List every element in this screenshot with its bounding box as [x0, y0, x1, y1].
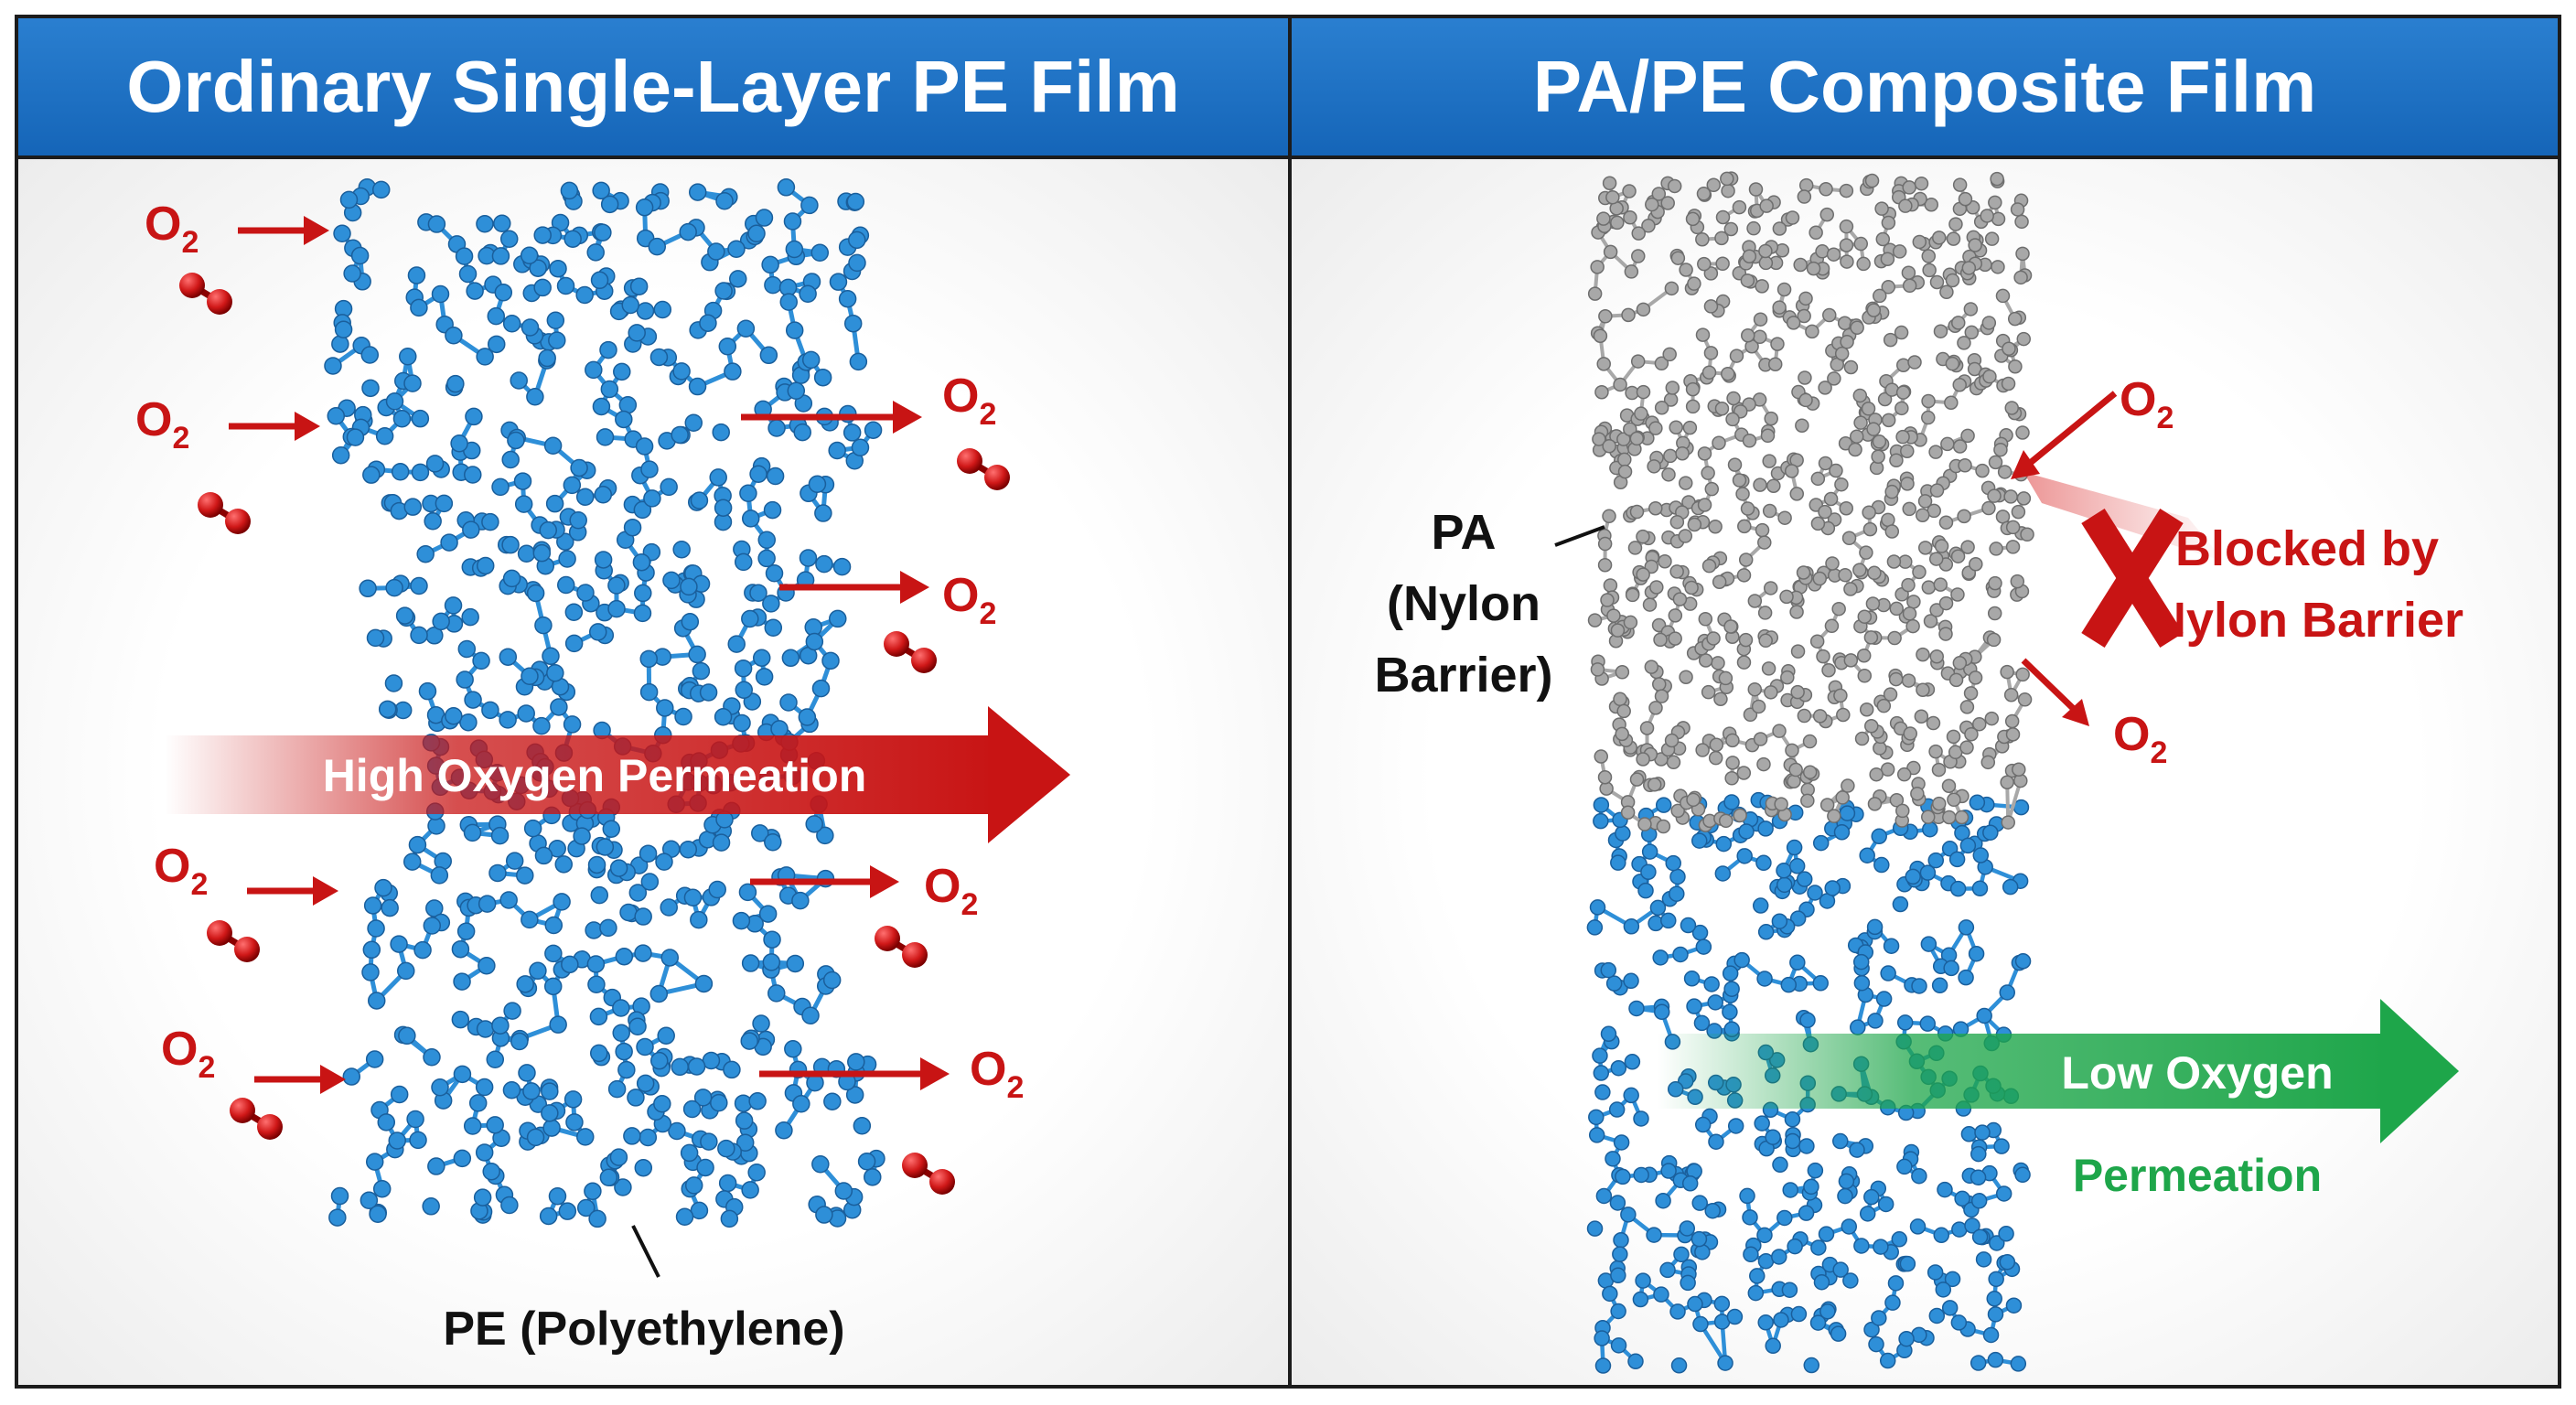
- svg-text:O2: O2: [924, 860, 978, 922]
- oxygen-molecule-icon: [884, 631, 937, 673]
- oxygen-molecule-icon: [207, 920, 260, 962]
- svg-text:O2: O2: [2120, 373, 2174, 435]
- pa-leader-line: [1554, 525, 1605, 547]
- oxygen-molecule-icon: [198, 492, 251, 534]
- left-panel-body: High Oxygen Permeation O2 O2: [18, 159, 1288, 1385]
- figure-frame: Ordinary Single-Layer PE Film: [15, 15, 2561, 1389]
- svg-text:O2: O2: [135, 393, 189, 456]
- blocked-label-line2: Nylon Barrier: [2151, 593, 2463, 648]
- pa-label-line2: (Nylon: [1387, 576, 1540, 631]
- blocked-arrow-bottom: [2021, 658, 2081, 716]
- oxygen-entry-2: O2: [135, 393, 320, 456]
- oxygen-molecule-icon: [875, 926, 928, 968]
- right-diagram: Low Oxygen Permeation O2 O2: [1374, 171, 2463, 1374]
- blocked-arrow-top: [2021, 391, 2118, 471]
- outgoing-oxygen-group: O2 O2 O2 O2: [741, 370, 1024, 1105]
- pe-polymer-network: [324, 177, 886, 1228]
- oxygen-exit-3: O2: [750, 860, 978, 922]
- low-permeation-arrow: Low Oxygen Permeation: [1658, 999, 2459, 1201]
- right-panel-body: Low Oxygen Permeation O2 O2: [1292, 159, 2558, 1385]
- pa-label-line1: PA: [1431, 505, 1496, 560]
- oxygen-molecule-icon: [179, 273, 232, 315]
- right-panel: PA/PE Composite Film: [1292, 18, 2558, 1385]
- svg-text:O2: O2: [145, 198, 199, 260]
- svg-text:O2: O2: [942, 569, 996, 631]
- oxygen-entry-3: O2: [154, 840, 338, 906]
- pa-right-atoms: [1587, 171, 2034, 834]
- oxygen-entry-1: O2: [145, 198, 329, 260]
- svg-text:O2: O2: [2113, 708, 2167, 770]
- high-permeation-label: High Oxygen Permeation: [323, 750, 867, 801]
- svg-text:O2: O2: [970, 1043, 1024, 1105]
- pe-leader-line: [631, 1225, 660, 1278]
- right-panel-title: PA/PE Composite Film: [1292, 18, 2558, 159]
- oxygen-exit-1: O2: [741, 370, 996, 434]
- blocked-x-icon: [2081, 508, 2184, 649]
- oxygen-entry-4: O2: [161, 1023, 346, 1094]
- svg-text:O2: O2: [154, 840, 208, 902]
- oxygen-molecules: [179, 273, 1010, 1195]
- left-panel: Ordinary Single-Layer PE Film: [18, 18, 1292, 1385]
- left-diagram: High Oxygen Permeation O2 O2: [135, 177, 1070, 1356]
- low-permeation-label-line2: Permeation: [2073, 1150, 2322, 1201]
- pe-left-atoms: [324, 177, 886, 1228]
- high-permeation-arrow: High Oxygen Permeation: [165, 706, 1070, 843]
- oxygen-molecule-icon: [902, 1153, 955, 1195]
- pa-nylon-layer-network: [1587, 171, 2034, 834]
- pa-label-group: PA (Nylon Barrier): [1374, 505, 1605, 702]
- oxygen-molecule-icon: [957, 448, 1010, 490]
- left-panel-title: Ordinary Single-Layer PE Film: [18, 18, 1288, 159]
- oxygen-exit-4: O2: [759, 1043, 1024, 1105]
- low-permeation-label-line1: Low Oxygen: [2061, 1047, 2333, 1099]
- oxygen-exit-2: O2: [779, 569, 996, 631]
- pe-label: PE (Polyethylene): [443, 1303, 844, 1356]
- incoming-oxygen-group: O2 O2 O2 O2: [135, 198, 346, 1094]
- svg-text:O2: O2: [161, 1023, 215, 1085]
- oxygen-molecule-icon: [230, 1098, 283, 1140]
- blocked-oxygen-group: O2 O2 Blocked by Nylon Barrier: [2011, 373, 2463, 770]
- svg-text:O2: O2: [942, 370, 996, 432]
- pa-label-line3: Barrier): [1374, 648, 1552, 702]
- blocked-label-line1: Blocked by: [2175, 521, 2439, 576]
